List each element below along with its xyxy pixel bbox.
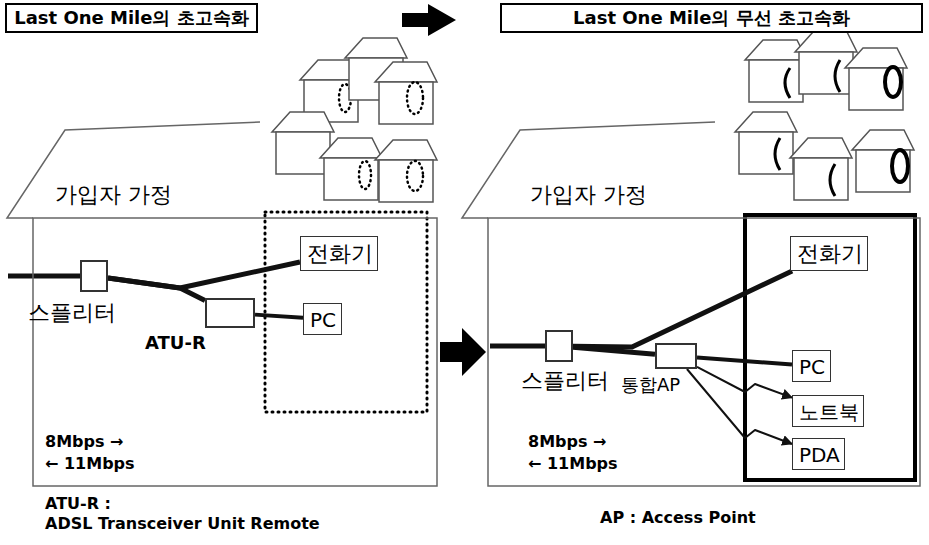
device-box: 스플리터 xyxy=(545,330,573,362)
house-label: 가입자 가정 xyxy=(530,182,647,208)
device-box: 전화기 xyxy=(790,236,868,271)
line-wire xyxy=(573,347,655,354)
title-arrow xyxy=(402,4,456,36)
title-box: Last One Mile의 초고속화 xyxy=(5,3,258,33)
device-box: ATU-R xyxy=(205,298,255,328)
note-label: 8Mbps → xyxy=(528,432,606,451)
title-box: Last One Mile의 무선 초고속화 xyxy=(500,3,923,33)
device-label: 노트북 xyxy=(799,400,857,424)
device-box: 노트북 xyxy=(792,395,864,427)
line-wire xyxy=(255,315,303,318)
wireless-link xyxy=(697,367,792,398)
title-text: Last One Mile의 초고속화 xyxy=(14,7,249,29)
device-box: 스플리터 xyxy=(80,260,108,292)
device-label: PC xyxy=(799,355,824,379)
note-label: ← 11Mbps xyxy=(528,454,618,473)
device-box: PDA xyxy=(792,438,845,470)
device-group xyxy=(745,215,915,480)
line-wire xyxy=(108,278,205,301)
device-label: PDA xyxy=(799,443,838,467)
device-label: 스플리터 xyxy=(28,300,116,326)
device-group xyxy=(265,212,427,412)
note-label: ← 11Mbps xyxy=(45,454,135,473)
device-box: 통합AP xyxy=(655,343,697,369)
house-cluster xyxy=(272,38,437,202)
device-label: 전화기 xyxy=(797,241,861,267)
house-cluster xyxy=(735,32,914,200)
transition-arrow xyxy=(440,328,486,376)
line-wire xyxy=(573,271,792,347)
device-label: ATU-R xyxy=(145,332,206,354)
note-label: AP : Access Point xyxy=(600,508,756,527)
device-label: PC xyxy=(310,308,335,332)
wireless-link xyxy=(687,369,792,444)
device-box: 전화기 xyxy=(300,236,378,271)
device-box: PC xyxy=(303,303,342,335)
house-label: 가입자 가정 xyxy=(55,182,172,208)
title-text: Last One Mile의 무선 초고속화 xyxy=(573,7,850,29)
device-label: 통합AP xyxy=(621,374,680,396)
line-wire xyxy=(697,358,792,365)
line-wire xyxy=(490,344,545,349)
line-wire xyxy=(8,274,80,279)
note-label: ADSL Transceiver Unit Remote xyxy=(45,514,320,533)
device-label: 스플리터 xyxy=(521,368,609,394)
device-label: 전화기 xyxy=(307,241,371,267)
note-label: ATU-R : xyxy=(45,494,111,513)
device-box: PC xyxy=(792,350,831,382)
note-label: 8Mbps → xyxy=(45,432,123,451)
